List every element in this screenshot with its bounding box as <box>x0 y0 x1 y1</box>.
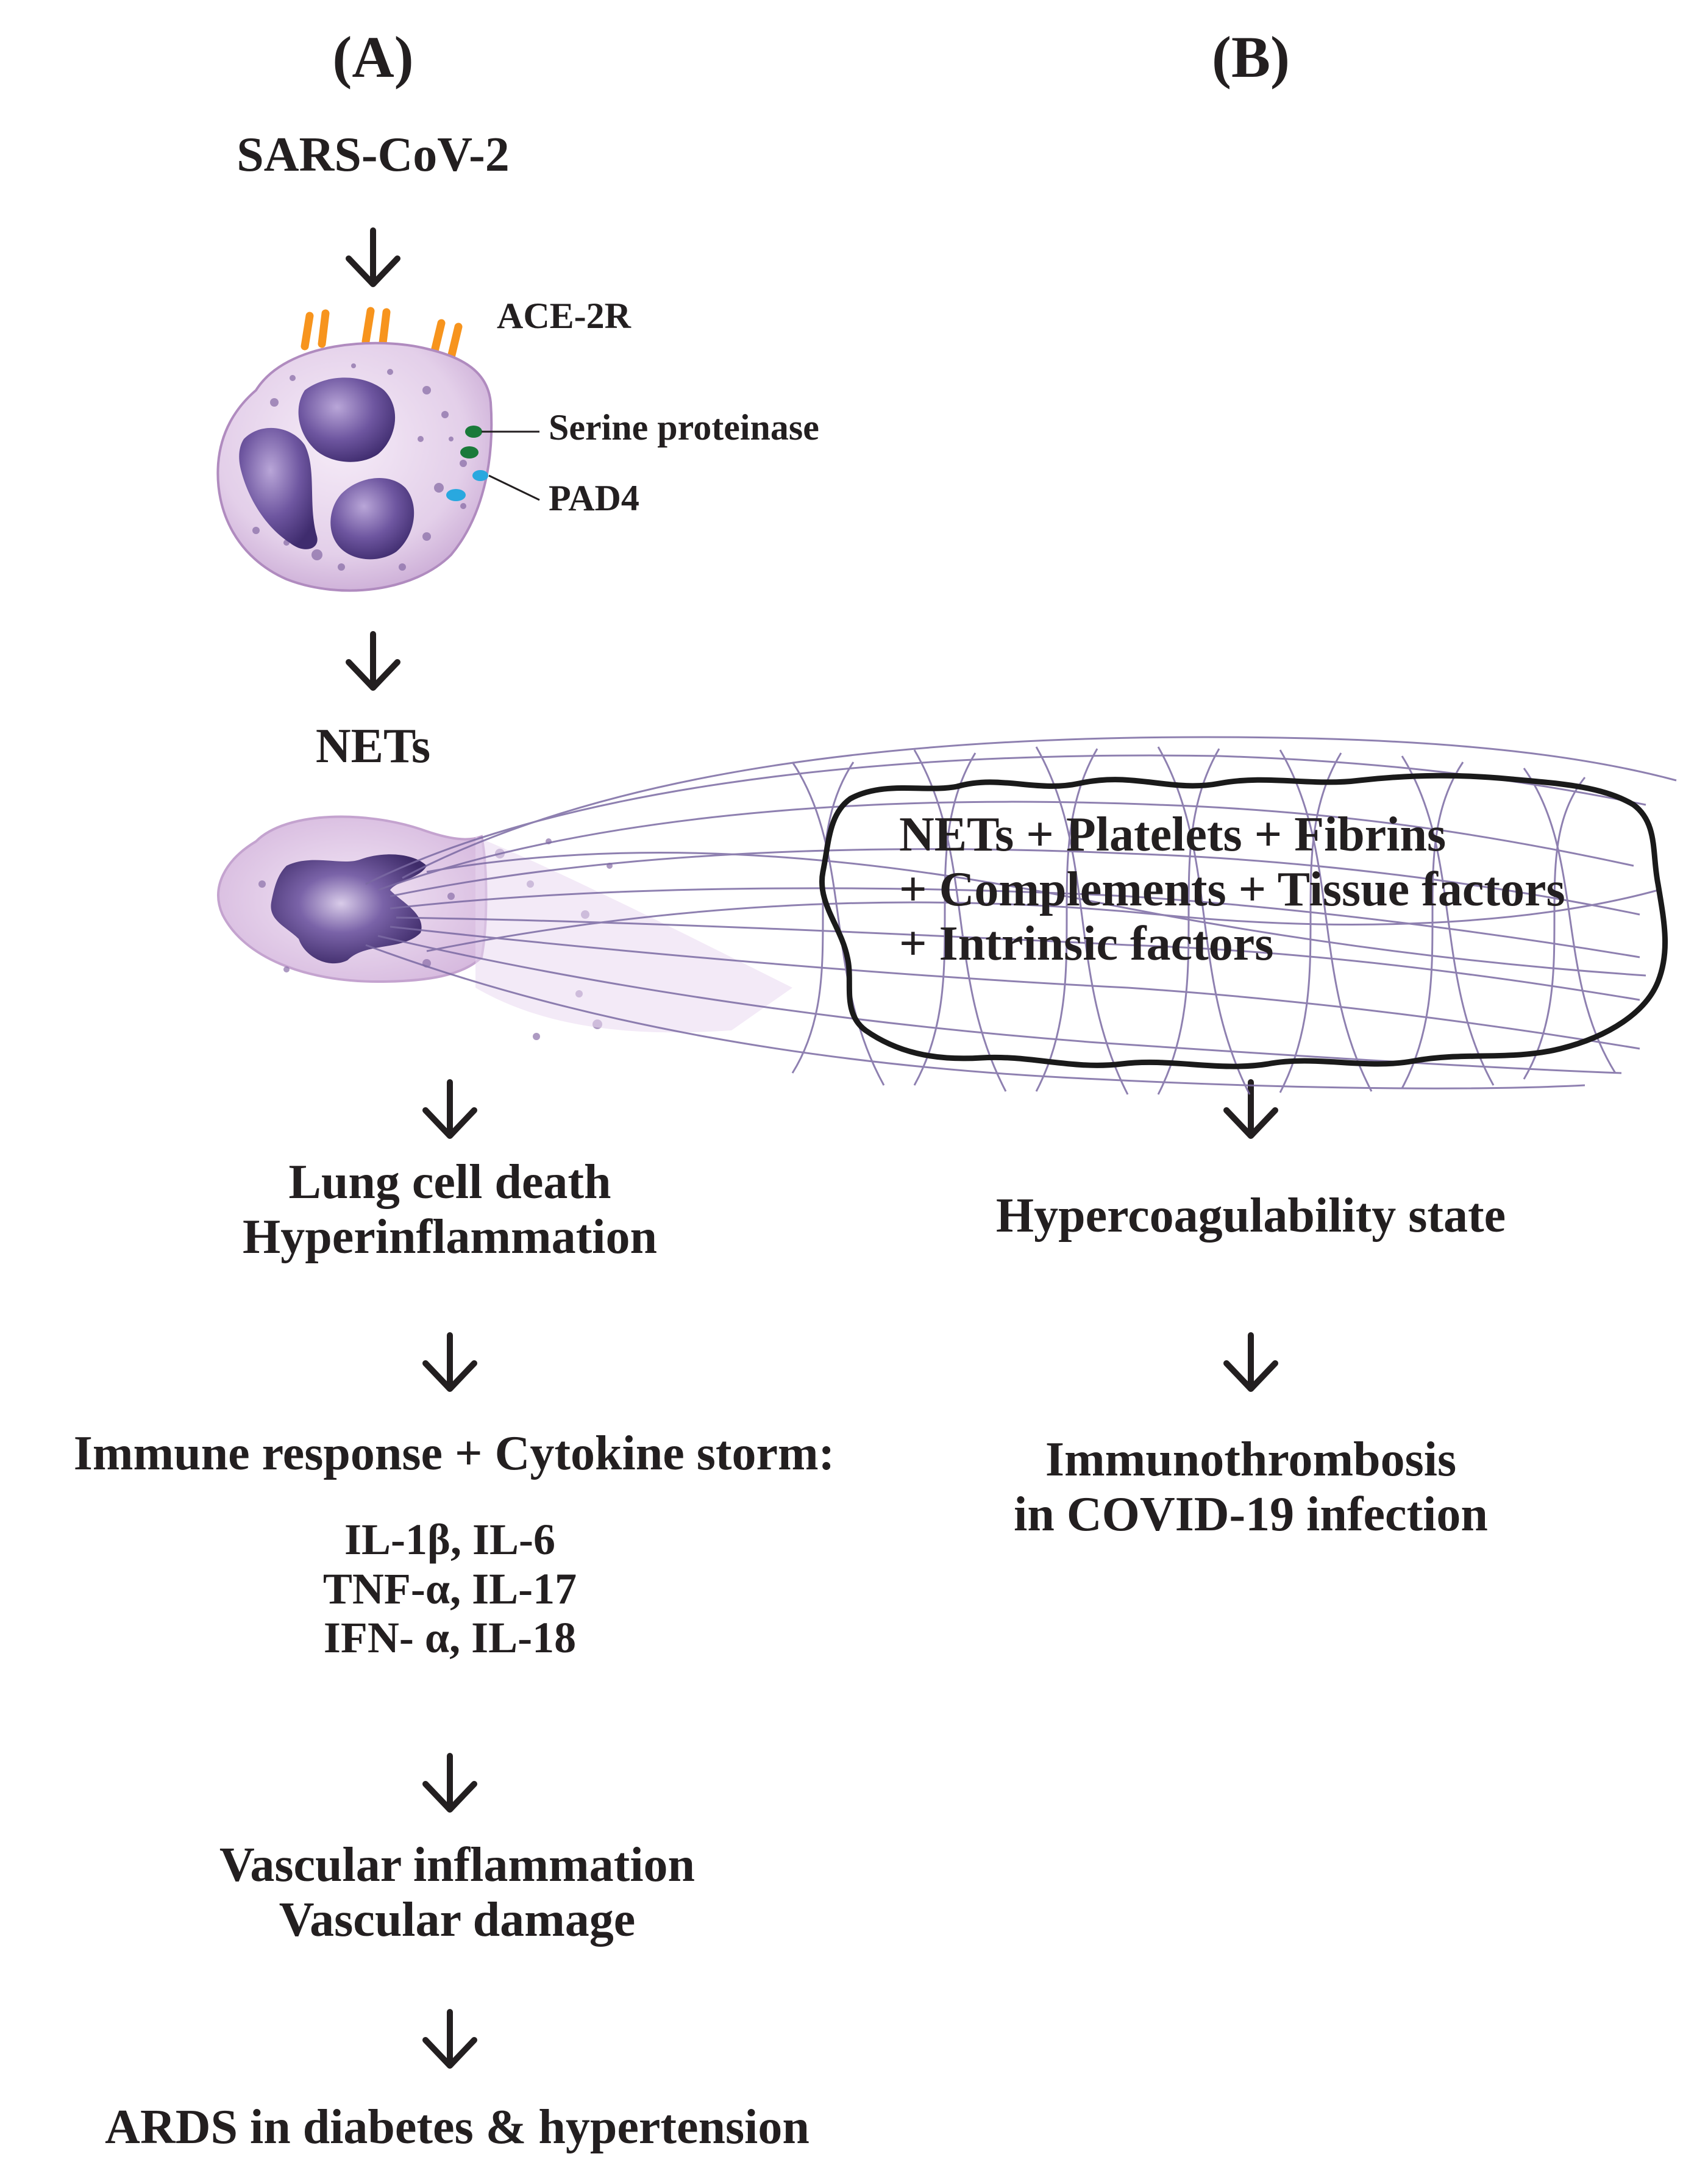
net-release-icon <box>217 736 1677 1095</box>
down-arrow-icon <box>425 1756 474 1810</box>
down-arrow-icon <box>349 634 397 688</box>
cytokine-item: IL-1β, IL-6 <box>344 1515 555 1564</box>
pad4-label: PAD4 <box>549 478 639 518</box>
ards-outcome: ARDS in diabetes & hypertension <box>105 2100 810 2154</box>
pad4-granule <box>472 470 488 481</box>
down-arrow-icon <box>425 1082 474 1136</box>
step-line: Lung cell death <box>288 1155 611 1209</box>
virus-label: SARS-CoV-2 <box>237 128 510 182</box>
serine-granule <box>465 426 482 438</box>
receptor-label: ACE-2R <box>497 296 631 336</box>
hypercoagulability-step: Hypercoagulability state <box>995 1189 1506 1243</box>
step-line: Immunothrombosis <box>1045 1433 1457 1486</box>
step-line: in COVID-19 infection <box>1014 1487 1488 1541</box>
clot-line: NETs + Platelets + Fibrins <box>899 808 1446 861</box>
cytokine-item: IFN- α, IL-18 <box>323 1613 577 1663</box>
pad4-granule <box>446 489 466 501</box>
clot-components: NETs + Platelets + Fibrins + Complements… <box>899 808 1565 972</box>
neutrophil-icon <box>216 307 540 592</box>
step-line: Hyperinflammation <box>243 1210 657 1264</box>
down-arrow-icon <box>1226 1335 1275 1389</box>
ace2-receptors <box>301 307 463 362</box>
step-line: Vascular damage <box>279 1892 636 1947</box>
immunothrombosis-outcome: Immunothrombosis in COVID-19 infection <box>1014 1433 1488 1542</box>
down-arrow-icon <box>1226 1082 1275 1136</box>
cytokine-storm-heading: Immune response + Cytokine storm: <box>73 1427 835 1480</box>
cytokine-item: TNF-α, IL-17 <box>322 1564 577 1613</box>
serine-granule <box>460 446 479 458</box>
serine-proteinase-label: Serine proteinase <box>549 407 819 448</box>
nets-label: NETs <box>315 719 431 773</box>
lung-damage-step: Lung cell death Hyperinflammation <box>243 1155 657 1265</box>
down-arrow-icon <box>425 2012 474 2066</box>
clot-outline <box>819 772 1668 1069</box>
vascular-step: Vascular inflammation Vascular damage <box>219 1838 695 1947</box>
down-arrow-icon <box>349 230 397 284</box>
clot-line: + Intrinsic factors <box>899 917 1274 971</box>
clot-line: + Complements + Tissue factors <box>899 862 1565 916</box>
panel-label-b: (B) <box>1212 24 1290 90</box>
cytokine-list: IL-1β, IL-6 TNF-α, IL-17 IFN- α, IL-18 <box>323 1515 577 1663</box>
leader-line <box>488 474 540 501</box>
panel-label-a: (A) <box>332 24 414 90</box>
down-arrow-icon <box>425 1335 474 1389</box>
step-line: Vascular inflammation <box>219 1838 696 1892</box>
